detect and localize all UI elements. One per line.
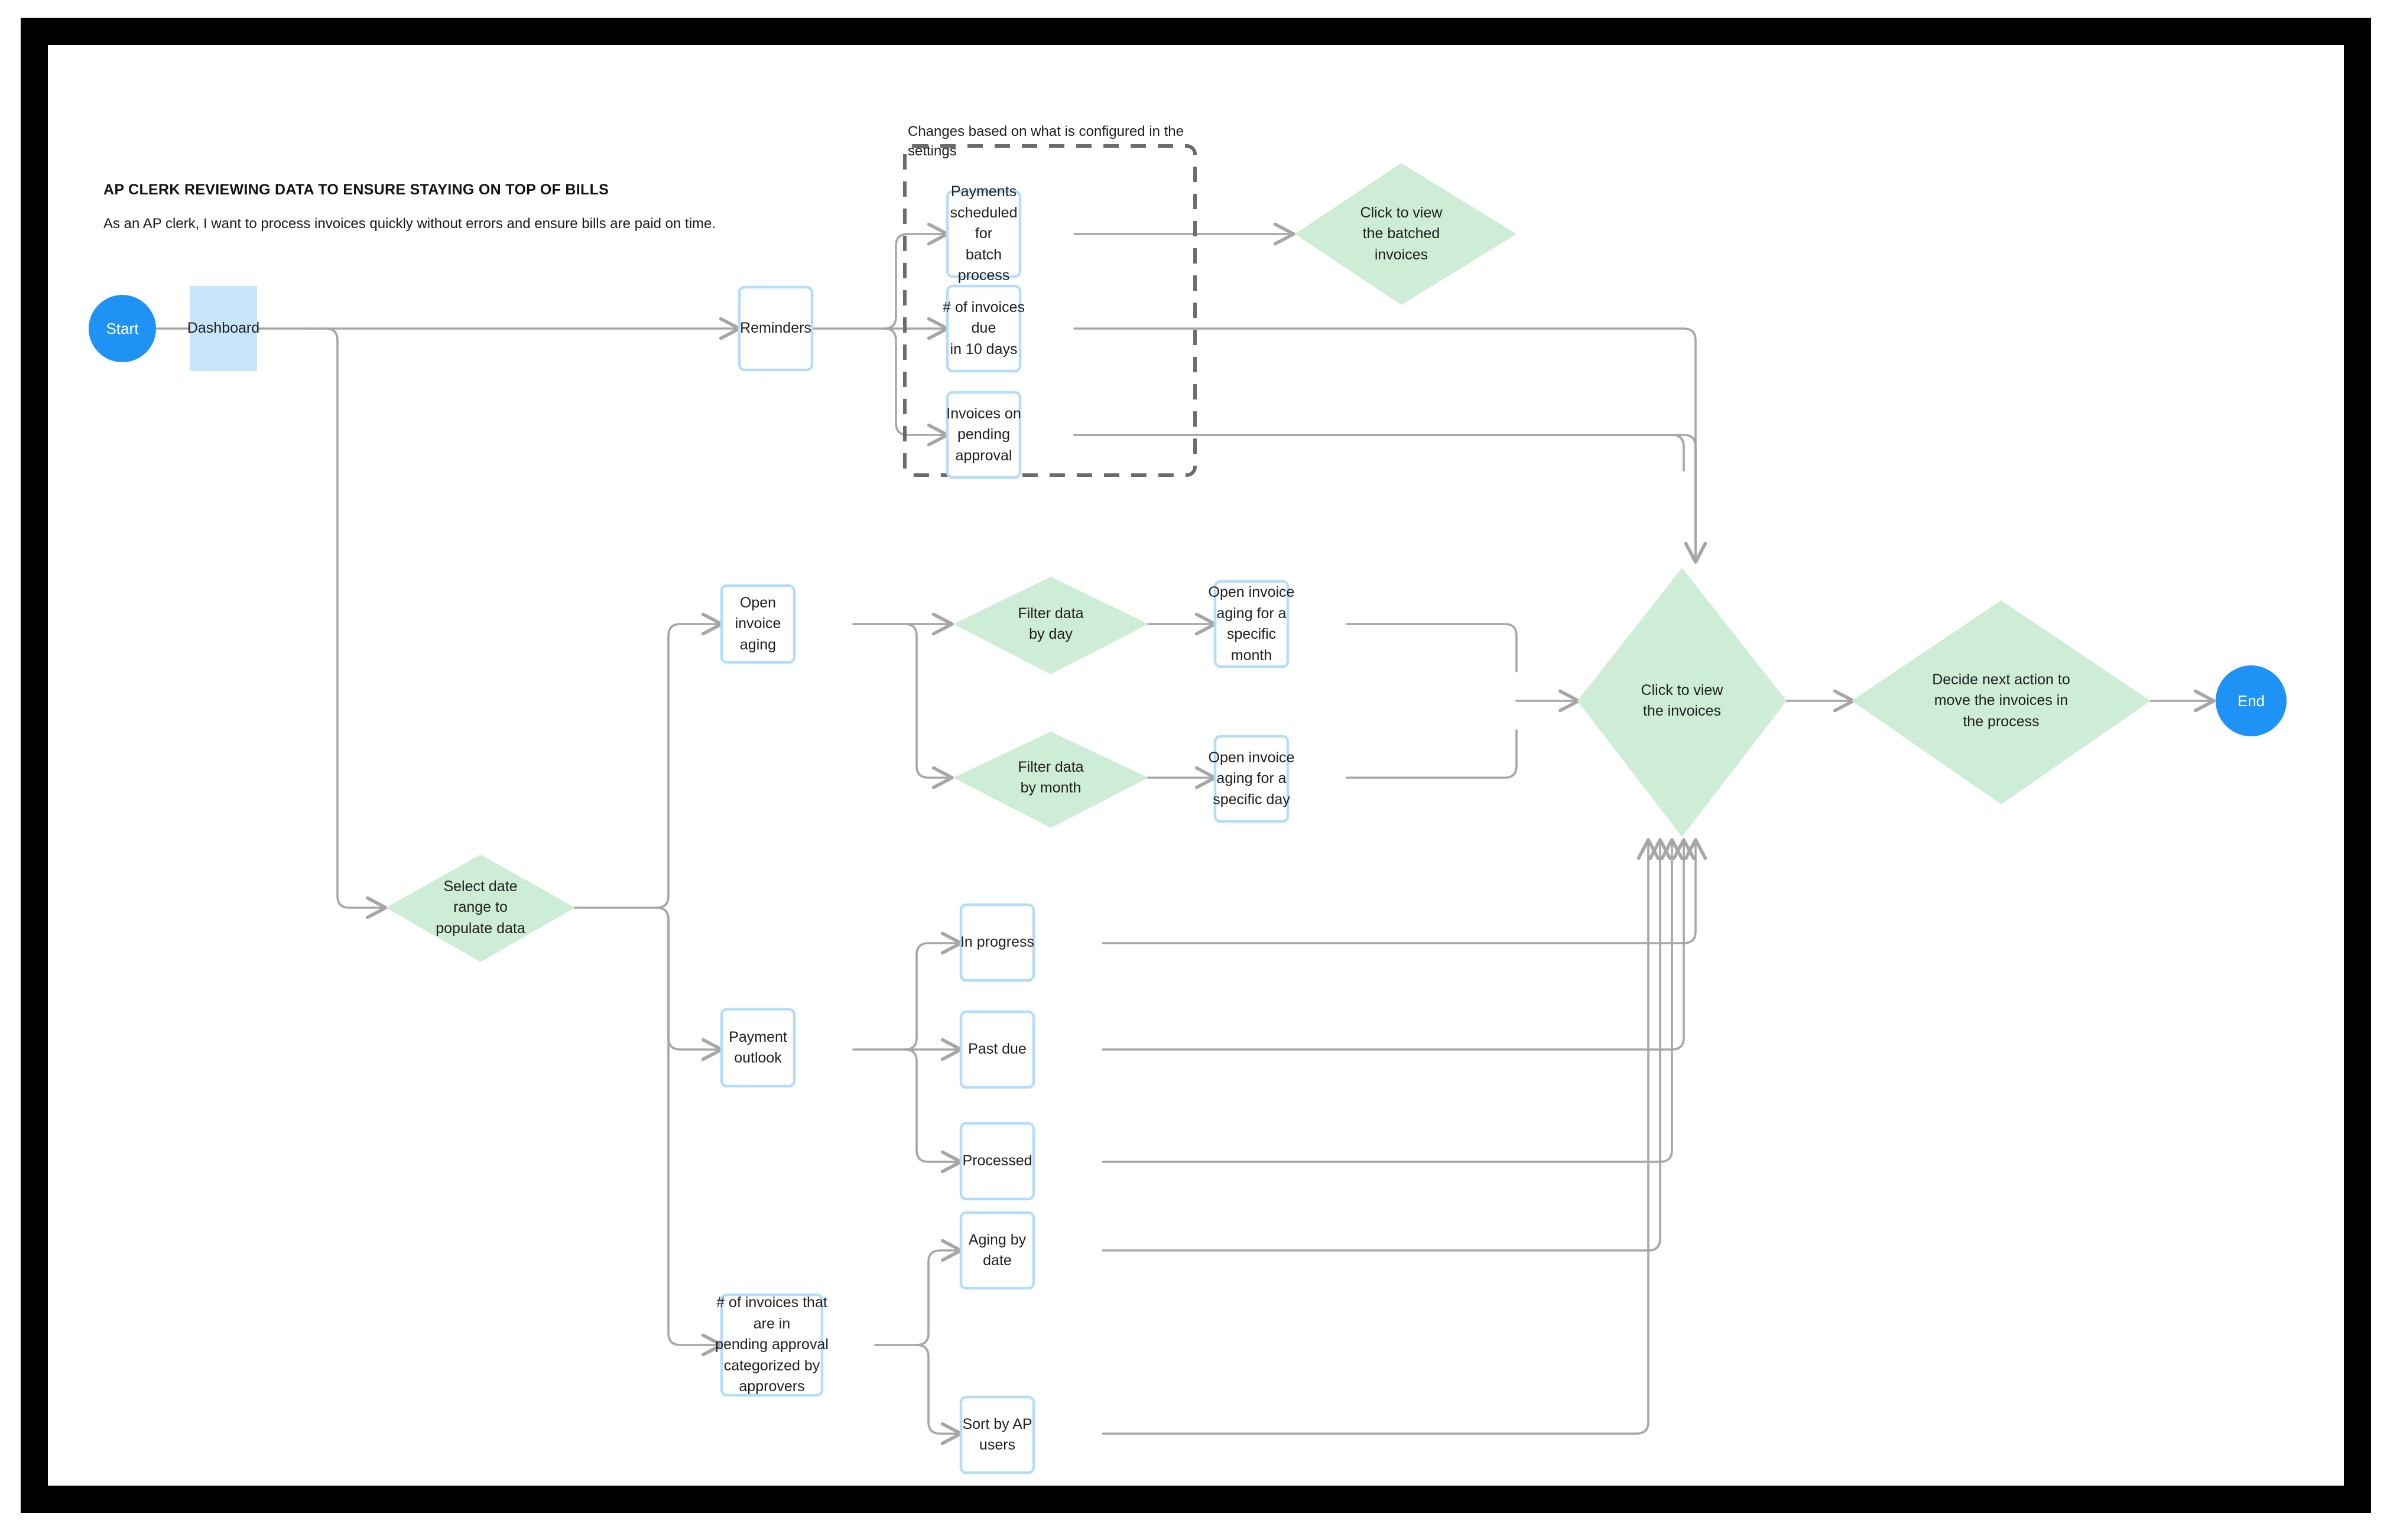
connector-layer bbox=[155, 222, 2216, 1445]
node-aging-specific-month[interactable] bbox=[1213, 580, 1290, 668]
node-decide-next-action[interactable] bbox=[1852, 600, 2151, 804]
edge-pendingcount-sortap bbox=[915, 1344, 963, 1445]
edge-sortap-clickview bbox=[1102, 838, 1660, 1435]
edge-paymentoutlook-inprogress bbox=[904, 931, 963, 1051]
edge-reminders-payments bbox=[883, 222, 949, 330]
settings-group-box bbox=[903, 144, 1197, 477]
edge-pastdue-clickview bbox=[1102, 838, 1696, 1051]
frame-border-left bbox=[21, 18, 48, 1513]
node-select-date-range[interactable] bbox=[386, 855, 575, 962]
node-invoices-due-10[interactable] bbox=[946, 284, 1022, 373]
edge-selectdate-paymentoutlook bbox=[655, 907, 723, 1061]
node-click-batched[interactable] bbox=[1295, 163, 1517, 305]
edge-selectdate-pendingcount bbox=[655, 907, 723, 1357]
node-start[interactable] bbox=[89, 295, 156, 362]
node-filter-by-day[interactable] bbox=[953, 577, 1148, 674]
edge-reminders-pending bbox=[883, 327, 949, 447]
node-filter-by-month[interactable] bbox=[953, 732, 1148, 828]
node-processed[interactable] bbox=[959, 1122, 1035, 1201]
edge-agingdate-clickview bbox=[1102, 838, 1672, 1252]
edge-agingday-merge bbox=[1346, 729, 1518, 779]
edge-pending-clickview bbox=[1073, 434, 1707, 564]
node-invoices-pending[interactable] bbox=[946, 391, 1022, 479]
flow-diagram bbox=[89, 144, 2287, 1474]
node-click-view-invoices[interactable] bbox=[1577, 568, 1787, 837]
edge-dashboard-selectdate bbox=[307, 327, 388, 920]
frame-border-right bbox=[2344, 18, 2371, 1513]
page-subtitle: As an AP clerk, I want to process invoic… bbox=[103, 216, 716, 232]
node-payment-outlook[interactable] bbox=[720, 1008, 796, 1088]
node-pending-approval-count[interactable] bbox=[720, 1293, 824, 1397]
node-end[interactable] bbox=[2216, 665, 2287, 736]
node-open-invoice-aging[interactable] bbox=[720, 584, 796, 664]
edge-pending-bus bbox=[1073, 434, 1685, 472]
node-sort-by-ap-users[interactable] bbox=[959, 1395, 1035, 1474]
edge-paymentoutlook-processed bbox=[904, 1048, 963, 1174]
edge-invoicesdue-clickview bbox=[1073, 327, 1707, 564]
frame-border-bottom bbox=[21, 1486, 2371, 1513]
node-in-progress[interactable] bbox=[959, 903, 1035, 982]
page-title: AP CLERK REVIEWING DATA TO ENSURE STAYIN… bbox=[103, 181, 609, 198]
edge-pendingcount-agingdate bbox=[915, 1239, 963, 1346]
node-aging-by-date[interactable] bbox=[959, 1211, 1035, 1290]
edge-agingmonth-merge bbox=[1346, 623, 1518, 672]
edge-inprogress-clickview bbox=[1102, 838, 1707, 944]
edge-selectdate-openaging bbox=[655, 612, 723, 909]
node-payments-batch[interactable] bbox=[946, 190, 1022, 278]
node-past-due[interactable] bbox=[959, 1010, 1035, 1089]
flowchart-canvas[interactable]: AP CLERK REVIEWING DATA TO ENSURE STAYIN… bbox=[48, 45, 2344, 1486]
edge-openaging-filtermonth bbox=[904, 623, 954, 790]
node-aging-specific-day[interactable] bbox=[1213, 735, 1290, 823]
edge-processed-clickview bbox=[1102, 838, 1684, 1163]
frame-border-top bbox=[21, 18, 2371, 45]
node-reminders[interactable] bbox=[738, 285, 814, 372]
node-dashboard[interactable] bbox=[190, 286, 257, 371]
